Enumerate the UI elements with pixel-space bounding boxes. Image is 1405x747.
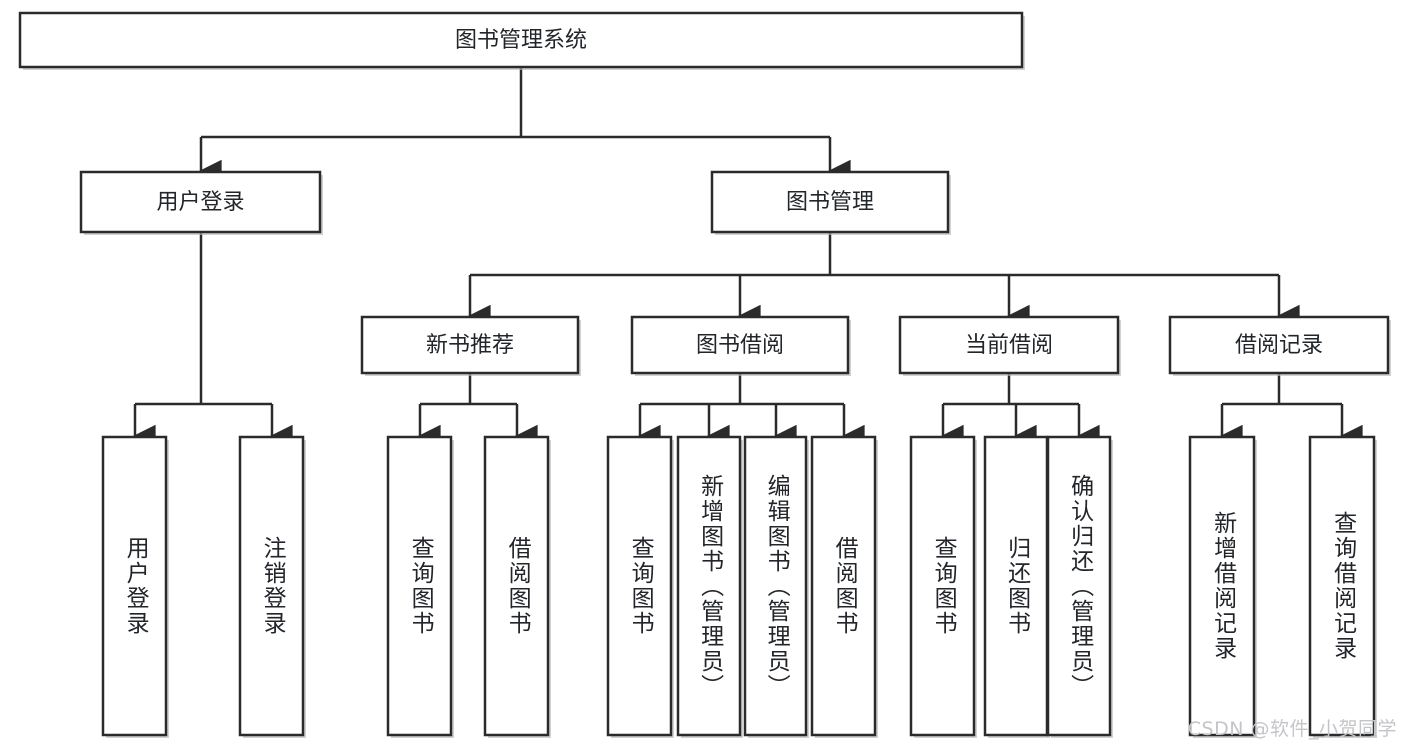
node-book-borrow[interactable]: 图书借阅 [630, 315, 851, 376]
node-rect[interactable] [983, 435, 1049, 737]
node-rect[interactable] [101, 435, 168, 737]
node-rect[interactable] [18, 11, 1024, 69]
connectors-layer [133, 67, 1363, 448]
node-leaf-logout[interactable] [238, 435, 306, 738]
node-leaf-confirm-return[interactable] [1046, 435, 1113, 738]
node-rect[interactable] [810, 435, 877, 737]
node-label: 借阅记录 [1235, 333, 1323, 358]
node-label: 新书推荐 [426, 333, 514, 358]
node-leaf-query-book-1[interactable] [386, 435, 454, 738]
node-rect[interactable] [360, 315, 580, 375]
node-leaf-query-book-2[interactable] [606, 435, 674, 738]
node-label: 当前借阅 [965, 333, 1053, 358]
node-leaf-add-record[interactable] [1188, 435, 1257, 738]
node-rect[interactable] [606, 435, 673, 737]
node-rect[interactable] [898, 315, 1120, 375]
node-leaf-borrow-book-1[interactable] [483, 435, 551, 738]
node-leaf-add-book[interactable] [676, 435, 743, 738]
node-rect[interactable] [909, 435, 976, 737]
node-leaf-user-login[interactable] [101, 435, 169, 738]
node-user-login[interactable]: 用户登录 [79, 170, 323, 235]
node-current-borrow[interactable]: 当前借阅 [898, 315, 1121, 376]
node-rect[interactable] [630, 315, 850, 375]
node-rect[interactable] [710, 170, 950, 234]
node-rect[interactable] [1046, 435, 1112, 737]
node-book-manage[interactable]: 图书管理 [710, 170, 951, 235]
node-label: 用户登录 [156, 190, 244, 215]
node-rect[interactable] [1308, 435, 1376, 737]
node-rect[interactable] [1168, 315, 1390, 375]
watermark-text: CSDN @软件_小贺同学 [1187, 718, 1397, 740]
node-leaf-return-book[interactable] [983, 435, 1050, 738]
node-rect[interactable] [1188, 435, 1256, 737]
node-rect[interactable] [238, 435, 305, 737]
node-leaf-borrow-book-2[interactable] [810, 435, 878, 738]
node-label: 图书管理 [786, 190, 874, 215]
node-rect[interactable] [676, 435, 742, 737]
node-leaf-query-record[interactable] [1308, 435, 1377, 738]
node-rect[interactable] [386, 435, 453, 737]
node-leaf-edit-book[interactable] [743, 435, 809, 738]
node-rect[interactable] [483, 435, 550, 737]
node-label: 图书借阅 [696, 333, 784, 358]
node-leaf-query-book-3[interactable] [909, 435, 977, 738]
node-borrow-record[interactable]: 借阅记录 [1168, 315, 1391, 376]
node-new-book-rec[interactable]: 新书推荐 [360, 315, 581, 376]
node-label: 图书管理系统 [455, 28, 587, 53]
node-rect[interactable] [743, 435, 808, 737]
node-root[interactable]: 图书管理系统 [18, 11, 1025, 70]
node-rect[interactable] [79, 170, 322, 234]
